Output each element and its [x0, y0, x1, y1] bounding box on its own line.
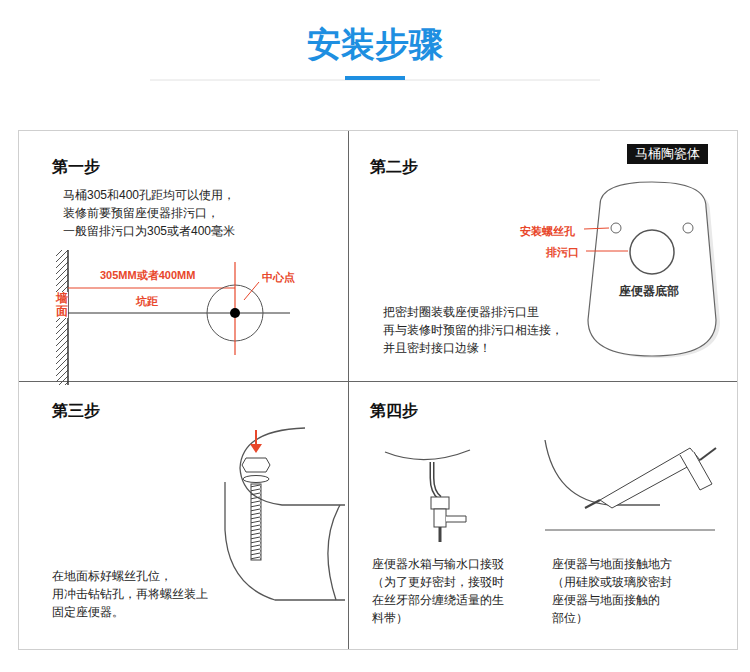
caulk-rod [700, 448, 716, 460]
screw-hole [611, 223, 621, 233]
nut [242, 458, 270, 472]
callout-label: 中心点 [262, 268, 295, 286]
center-dot [230, 308, 240, 318]
wall-label: 墙面 [56, 292, 68, 318]
leader-line [244, 282, 259, 300]
divider [19, 381, 737, 382]
dimension-line [68, 287, 235, 288]
axis-line [68, 313, 290, 314]
nut [431, 497, 449, 509]
supply-pipe [439, 527, 442, 542]
step-text: （用硅胶或玻璃胶密封 座便器与地面接触的 部位） [552, 573, 687, 627]
wall-hatch [56, 250, 68, 385]
valve-handle [446, 516, 466, 522]
step-text: （为了更好密封，接驳时 在丝牙部分缠绕适量的生 料带） [372, 573, 517, 627]
dimension-label: 坑距 [136, 292, 158, 310]
toilet-body [328, 505, 340, 600]
toilet-base [588, 182, 716, 356]
toilet-foot [545, 440, 660, 505]
callout-label: 安装螺丝孔 [520, 222, 575, 240]
panel [19, 131, 738, 650]
step-heading: 第二步 [370, 158, 418, 176]
drain-outlet [630, 230, 674, 274]
leader-line [584, 228, 609, 229]
divider [348, 131, 349, 649]
caulk-handle [680, 452, 712, 490]
step-text: 马桶305和400孔距均可以使用， 装修前要预留座便器排污口， 一般留排污口为3… [63, 186, 253, 240]
dimension-label: 305MM或者400MM [100, 266, 195, 284]
arrow-head [250, 444, 262, 453]
hose [432, 462, 440, 498]
bolt [251, 484, 261, 560]
washer [243, 476, 269, 483]
part-label: 座便器底部 [619, 282, 679, 300]
tag-box: 马桶陶瓷体 [627, 144, 708, 164]
step-heading: 第一步 [52, 158, 100, 176]
screw-hole [683, 223, 693, 233]
valve [434, 509, 446, 527]
tank-bottom [385, 450, 470, 460]
toilet-foot [225, 482, 345, 600]
arrow [255, 430, 257, 446]
floor [545, 530, 715, 531]
callout-label: 排污口 [546, 243, 579, 261]
hose [432, 462, 440, 498]
step-text: 座便器水箱与输水口接驳 [372, 555, 504, 573]
step-text: 在地面标好螺丝孔位， 用冲击钻钻孔，再将螺丝装上 固定座便器。 [52, 567, 227, 621]
tag-text: 马桶陶瓷体 [635, 146, 700, 161]
step-text: 座便器与地面接触地方 [552, 555, 672, 573]
title-bar [345, 76, 405, 80]
caulk-nozzle [585, 500, 600, 508]
step-heading: 第三步 [52, 402, 100, 420]
leader-line [586, 251, 628, 252]
step-heading: 第四步 [370, 402, 418, 420]
page-title: 安装步骤 [307, 24, 443, 64]
step-text: 把密封圈装载座便器排污口里 再与装修时预留的排污口相连接， 并且密封接口边缘！ [383, 303, 578, 357]
